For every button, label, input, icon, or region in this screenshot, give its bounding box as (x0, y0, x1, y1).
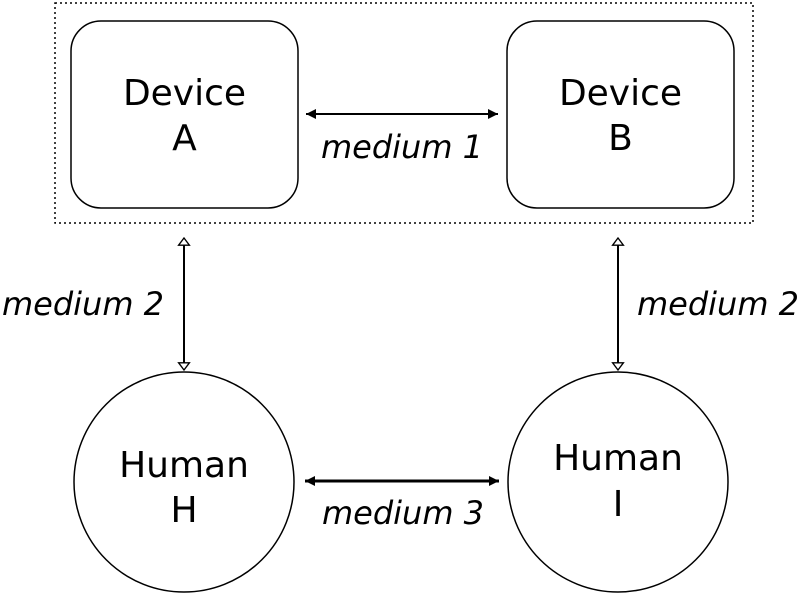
device-a-box (70, 20, 299, 209)
device-a-node: Device A (70, 20, 299, 209)
human-i-label-line1: Human (553, 438, 683, 479)
device-a-label-line1: Device (123, 73, 246, 114)
edge-label-medium-1: medium 1 (321, 128, 483, 166)
edge-label-medium-2-right: medium 2 (637, 285, 799, 323)
human-i-circle (507, 371, 729, 593)
edge-label-medium-2-left: medium 2 (2, 285, 164, 323)
human-h-label-line1: Human (119, 445, 249, 486)
device-b-label-line1: Device (559, 73, 682, 114)
device-b-node: Device B (506, 20, 735, 209)
device-group-box (54, 2, 754, 224)
device-b-box (506, 20, 735, 209)
device-b-label-line2: B (608, 118, 633, 159)
human-h-label-line2: H (170, 490, 197, 531)
human-h-circle (73, 371, 295, 593)
device-a-label-line2: A (172, 118, 197, 159)
human-i-node: Human I (507, 371, 729, 593)
human-i-label-line2: I (613, 484, 624, 525)
edge-label-medium-3: medium 3 (322, 494, 484, 532)
human-h-node: Human H (73, 371, 295, 593)
